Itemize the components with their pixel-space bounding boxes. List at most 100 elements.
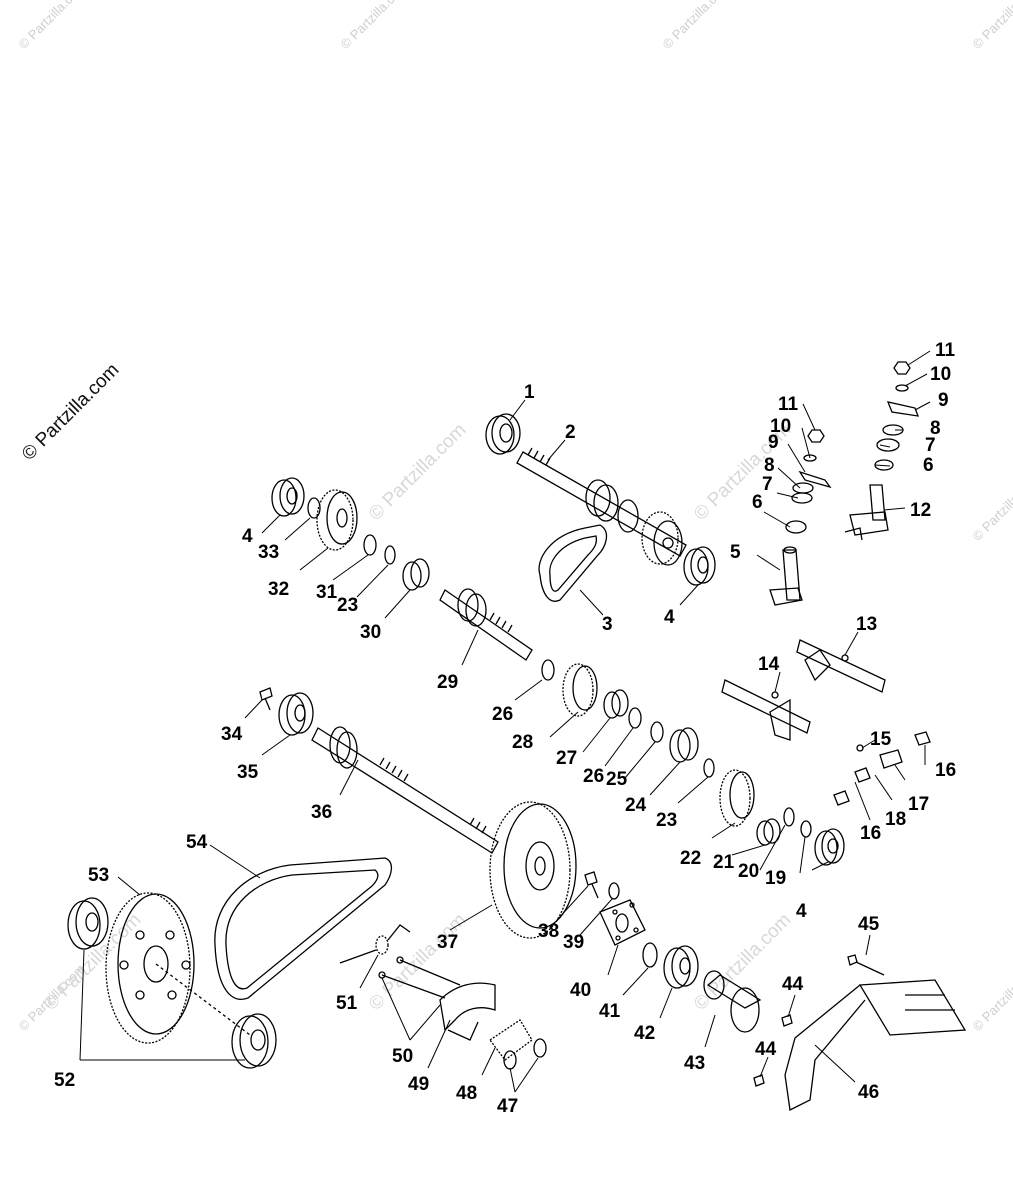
part-4-bearing-b bbox=[683, 546, 716, 586]
callout-42: 42 bbox=[634, 1023, 655, 1044]
part-44-bolt-b bbox=[753, 1074, 765, 1087]
part-54-belt bbox=[214, 857, 393, 1000]
callout-23a: 23 bbox=[337, 595, 358, 616]
part-29-countershaft bbox=[439, 588, 533, 661]
callout-6b: 6 bbox=[923, 455, 934, 476]
part-40-plate bbox=[599, 899, 646, 946]
part-27-bushing bbox=[603, 689, 629, 719]
callout-7a: 7 bbox=[762, 474, 773, 495]
callout-36: 36 bbox=[311, 802, 332, 823]
part-15to18-detent bbox=[833, 731, 931, 806]
callout-10a: 10 bbox=[770, 416, 791, 437]
part-38-bolt bbox=[584, 871, 599, 899]
callout-15: 15 bbox=[870, 729, 892, 750]
callout-52: 52 bbox=[54, 1070, 75, 1091]
part-26-washer-b bbox=[628, 707, 642, 729]
callout-20: 20 bbox=[738, 861, 759, 882]
part-28-gear bbox=[562, 663, 598, 717]
part-44-bolt-a bbox=[781, 1014, 793, 1027]
callout-54: 54 bbox=[186, 832, 208, 853]
callout-37: 37 bbox=[437, 932, 458, 953]
callout-16b: 16 bbox=[860, 823, 881, 844]
callout-4a: 4 bbox=[242, 526, 253, 547]
callout-12: 12 bbox=[910, 500, 931, 521]
callout-19: 19 bbox=[765, 868, 786, 889]
part-33-washer bbox=[307, 497, 321, 519]
part-52-bearing-a bbox=[67, 897, 109, 950]
part-13-shift-fork bbox=[796, 639, 886, 693]
callout-47: 47 bbox=[497, 1096, 518, 1117]
callout-45: 45 bbox=[858, 914, 880, 935]
callout-46: 46 bbox=[858, 1082, 879, 1103]
part-51-spring bbox=[339, 924, 411, 964]
callout-29: 29 bbox=[437, 672, 458, 693]
callout-51: 51 bbox=[336, 993, 358, 1014]
callout-1: 1 bbox=[524, 382, 535, 403]
callout-8a: 8 bbox=[764, 455, 775, 476]
part-2-shaft bbox=[516, 447, 687, 566]
callout-48: 48 bbox=[456, 1083, 477, 1104]
callout-31: 31 bbox=[316, 582, 338, 603]
part-14-shift-fork bbox=[721, 679, 811, 741]
callout-44b: 44 bbox=[755, 1039, 777, 1060]
callout-33: 33 bbox=[258, 542, 279, 563]
part-32-gear bbox=[316, 489, 358, 551]
part-43-bushing bbox=[703, 970, 762, 1033]
part-23-washer-b bbox=[703, 758, 715, 778]
callout-labels: 1 2 3 4 4 4 5 6 6 7 7 8 8 9 9 10 10 11 1… bbox=[54, 340, 956, 1117]
part-36-main-shaft bbox=[311, 726, 499, 854]
callout-38: 38 bbox=[538, 921, 559, 942]
part-22-gear bbox=[719, 769, 755, 827]
callout-44a: 44 bbox=[782, 974, 804, 995]
callout-22: 22 bbox=[680, 848, 701, 869]
part-45-bolt bbox=[847, 954, 885, 976]
part-41-ring bbox=[642, 942, 658, 968]
callout-18: 18 bbox=[885, 809, 906, 830]
callout-11a: 11 bbox=[778, 394, 799, 415]
callout-5: 5 bbox=[730, 542, 741, 563]
part-6to11-left-stack bbox=[785, 429, 832, 534]
callout-17: 17 bbox=[908, 794, 929, 815]
part-12-shift-lever bbox=[844, 484, 889, 541]
part-52-bearing-b bbox=[231, 1013, 277, 1069]
callout-25: 25 bbox=[606, 769, 628, 790]
part-53-large-gear bbox=[105, 892, 251, 1044]
callout-13: 13 bbox=[856, 614, 877, 635]
callout-2: 2 bbox=[565, 422, 576, 443]
callout-27: 27 bbox=[556, 748, 577, 769]
callout-50: 50 bbox=[392, 1046, 413, 1067]
part-50-pins bbox=[378, 956, 461, 999]
part-24-hub bbox=[669, 727, 699, 763]
callout-32: 32 bbox=[268, 579, 289, 600]
callout-26b: 26 bbox=[583, 766, 604, 787]
callout-35: 35 bbox=[237, 762, 259, 783]
part-1-bearing bbox=[485, 413, 521, 455]
callout-40: 40 bbox=[570, 980, 591, 1001]
part-4-bearing-c bbox=[814, 828, 845, 866]
callout-3: 3 bbox=[602, 614, 613, 635]
callout-43: 43 bbox=[684, 1053, 705, 1074]
callout-7b: 7 bbox=[925, 435, 936, 456]
part-37-drive-gear bbox=[489, 801, 577, 939]
part-20-washer bbox=[783, 807, 795, 827]
callout-9b: 9 bbox=[938, 390, 949, 411]
callout-24: 24 bbox=[625, 795, 647, 816]
part-46-bracket bbox=[784, 979, 967, 1111]
callout-16a: 16 bbox=[935, 760, 956, 781]
callout-8b: 8 bbox=[930, 418, 941, 439]
callout-30: 30 bbox=[360, 622, 381, 643]
callout-28: 28 bbox=[512, 732, 533, 753]
part-30-hub bbox=[402, 558, 430, 591]
part-35-bearing bbox=[278, 692, 314, 736]
callout-23b: 23 bbox=[656, 810, 677, 831]
part-34-bolt bbox=[259, 687, 273, 711]
callout-10b: 10 bbox=[930, 364, 951, 385]
callout-49: 49 bbox=[408, 1074, 429, 1095]
callout-21: 21 bbox=[713, 852, 735, 873]
part-25-washer bbox=[650, 721, 664, 743]
callout-41: 41 bbox=[599, 1001, 621, 1022]
part-5-shift-shaft bbox=[769, 546, 803, 606]
part-4-bearing-a bbox=[271, 477, 305, 517]
part-3-chain bbox=[538, 524, 608, 602]
part-6to11-right-stack bbox=[874, 361, 919, 471]
